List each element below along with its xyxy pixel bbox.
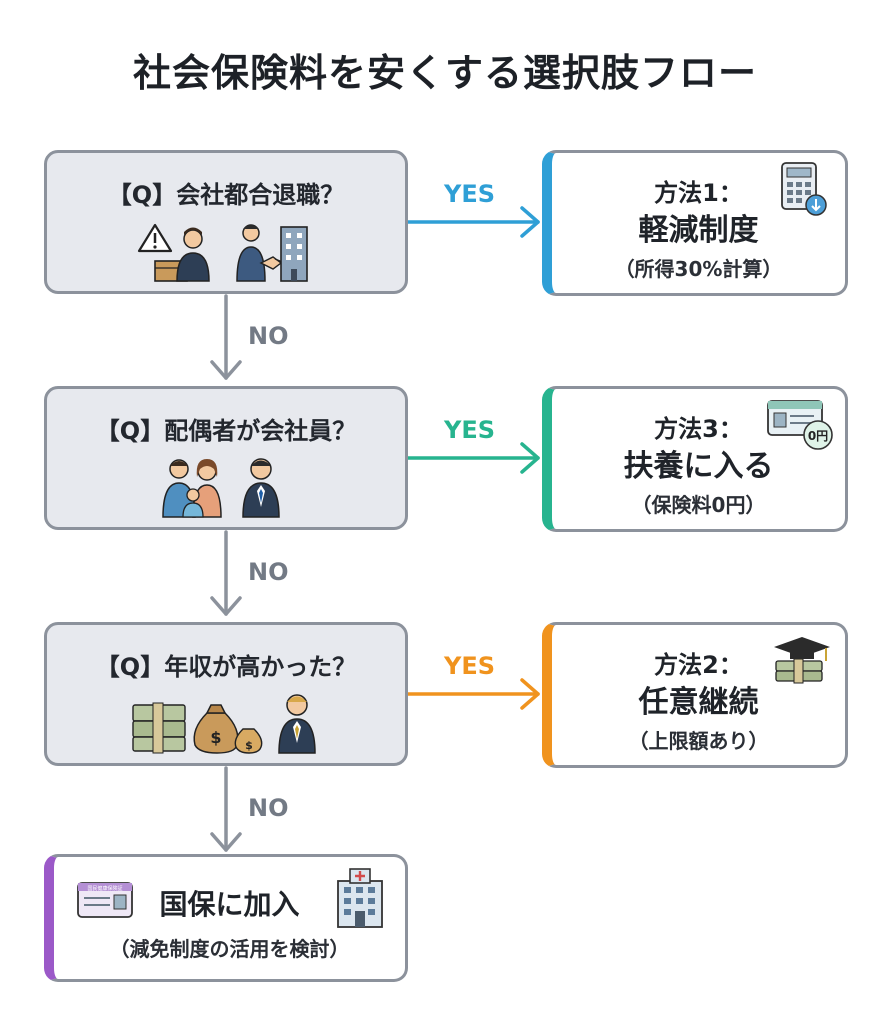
yes-arrow-1 (406, 206, 540, 238)
question-2-icons (162, 458, 280, 518)
card-title-text: 国民健康保険証 (87, 885, 122, 892)
final-title: 国保に加入 (159, 888, 300, 921)
no-label-1: NO (248, 322, 289, 350)
warning-sign-icon (137, 223, 173, 253)
svg-text:$: $ (245, 739, 253, 752)
answer-box-2: 方法3： 扶養に入る （保険料0円） 0円 (542, 386, 848, 532)
no-label-3: NO (248, 794, 289, 822)
yes-label-3: YES (444, 652, 496, 680)
page-title: 社会保険料を安くする選択肢フロー (132, 51, 757, 95)
method-label: 方法3： (654, 415, 743, 443)
yes-label-2: YES (444, 416, 496, 444)
no-label-2: NO (248, 558, 289, 586)
worker-icon (176, 227, 210, 282)
businessman-icon (278, 694, 316, 754)
calculator-icon (781, 162, 827, 216)
question-box-3: 【Q】年収が高かった？ $ $ (44, 622, 408, 766)
answer-box-3: 方法2： 任意継続 （上限額あり） (542, 622, 848, 768)
money-bag-icon: $ $ (193, 704, 263, 754)
family-icon (162, 459, 222, 518)
yes-label-1: YES (444, 180, 496, 208)
method-label: 方法2： (654, 651, 743, 679)
question-box-1: 【Q】会社都合退職？ (44, 150, 408, 294)
zero-yen-badge: 0円 (808, 429, 828, 443)
question-text: 【Q】会社都合退職？ (107, 181, 345, 209)
method-note: （所得30%計算） (614, 257, 783, 281)
final-box: 国保に加入 （減免制度の活用を検討） 国民健康保険証 (44, 854, 408, 982)
yes-arrow-3 (406, 678, 540, 710)
no-arrow-3 (210, 766, 242, 852)
question-3-icons: $ $ (132, 694, 316, 754)
question-1-icons (137, 223, 308, 282)
method-label: 方法1： (654, 179, 743, 207)
method-title: 軽減制度 (638, 213, 759, 248)
businessman-icon (236, 224, 266, 282)
insurance-card-icon: 国民健康保険証 (77, 882, 133, 918)
final-note: （減免制度の活用を検討） (109, 937, 350, 961)
question-text: 【Q】配偶者が会社員？ (95, 417, 357, 445)
hospital-icon (337, 868, 383, 928)
answer-box-1: 方法1： 軽減制度 （所得30%計算） (542, 150, 848, 296)
method-note: （保険料0円） (631, 493, 766, 517)
yes-arrow-2 (406, 442, 540, 474)
question-text: 【Q】年収が高かった？ (95, 653, 357, 681)
svg-text:$: $ (210, 728, 221, 747)
no-arrow-1 (210, 294, 242, 380)
cash-stack-icon (132, 702, 186, 754)
question-box-2: 【Q】配偶者が会社員？ (44, 386, 408, 530)
no-arrow-2 (210, 530, 242, 616)
insurance-card-zero-yen-icon: 0円 (767, 400, 833, 450)
method-title: 扶養に入る (623, 449, 774, 484)
businessman-icon (242, 458, 280, 518)
method-title: 任意継続 (638, 685, 759, 720)
method-note: （上限額あり） (628, 729, 769, 753)
money-graduation-cap-icon (774, 637, 830, 684)
office-building-icon (280, 226, 308, 282)
